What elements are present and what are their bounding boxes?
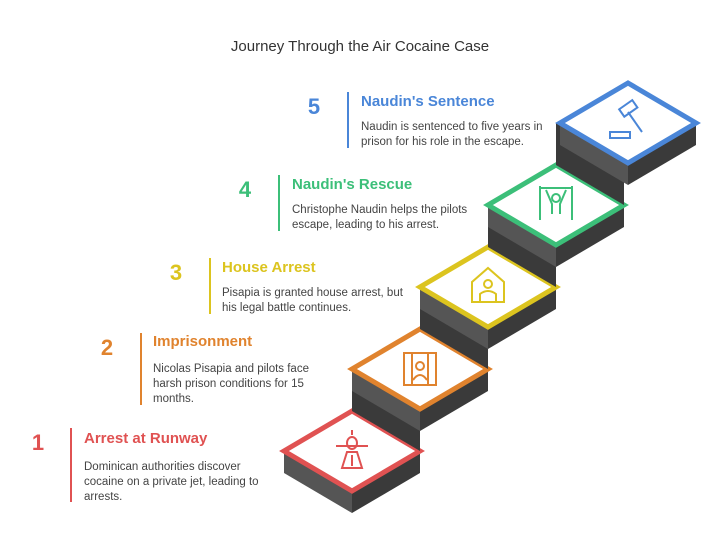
plane-runway-icon [336,430,368,469]
step-3-description: Pisapia is granted house arrest, but his… [222,287,403,314]
step-1-divider [70,428,72,502]
house-person-icon [471,266,505,303]
step-2-heading: Imprisonment [153,333,253,350]
step-5-divider [347,92,349,148]
step-5-description: Naudin is sentenced to five years in pri… [361,121,543,148]
step-5-number: 5 [307,94,321,119]
step-4-number: 4 [238,177,252,202]
step-4-divider [278,175,280,231]
step-2-divider [140,333,142,405]
step-3-heading: House Arrest [222,259,316,276]
step-5-heading: Naudin's Sentence [361,93,495,110]
escape-person-icon [539,186,573,220]
step-4-description: Christophe Naudin helps the pilots escap… [292,204,468,231]
step-5-diamond [555,80,701,166]
step-1-description: Dominican authorities discover cocaine o… [84,461,259,503]
step-3-number: 3 [169,260,183,285]
stair-step-5 [555,80,701,185]
step-1-number: 1 [31,430,45,455]
gavel-icon [609,98,643,139]
step-2-number: 2 [100,335,114,360]
step-2-description: Nicolas Pisapia and pilots face harsh pr… [153,363,309,405]
diagram-title: Journey Through the Air Cocaine Case [230,38,490,55]
step-4-heading: Naudin's Rescue [292,176,413,193]
prison-bars-icon [403,352,437,386]
step-3-divider [209,258,211,314]
step-1-heading: Arrest at Runway [84,430,208,447]
